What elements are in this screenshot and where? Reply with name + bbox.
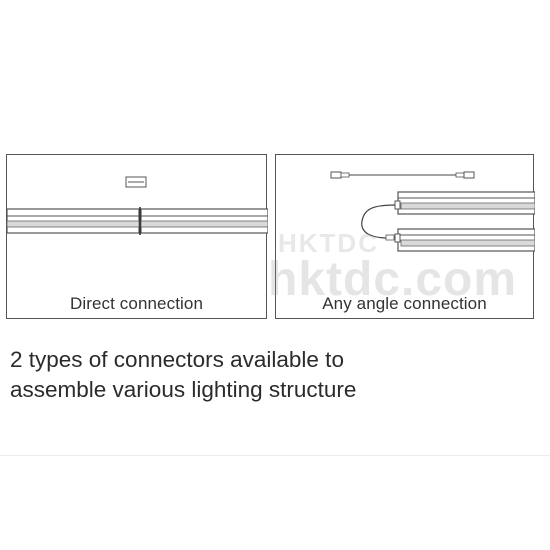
connector-description: 2 types of connectors available to assem… bbox=[10, 345, 530, 405]
description-line-1: 2 types of connectors available to bbox=[10, 347, 344, 372]
light-tube-left bbox=[7, 208, 140, 234]
direct-connection-diagram bbox=[7, 176, 268, 235]
angle-connection-cable bbox=[361, 204, 396, 239]
cable-connector-icon bbox=[330, 171, 475, 179]
direct-connection-caption: Direct connection bbox=[69, 294, 204, 313]
any-angle-connection-panel: Any angle connection bbox=[275, 154, 535, 319]
divider bbox=[0, 455, 550, 456]
description-line-2: assemble various lighting structure bbox=[10, 377, 357, 402]
any-angle-connection-caption: Any angle connection bbox=[322, 294, 487, 313]
light-tube-right bbox=[140, 208, 268, 234]
light-tube-lower bbox=[394, 228, 535, 252]
any-angle-connection-diagram bbox=[330, 171, 535, 252]
light-tube-upper bbox=[394, 191, 535, 215]
connector-icon bbox=[125, 176, 147, 188]
cable-plug bbox=[385, 234, 395, 241]
direct-connection-panel: Direct connection bbox=[6, 154, 268, 319]
